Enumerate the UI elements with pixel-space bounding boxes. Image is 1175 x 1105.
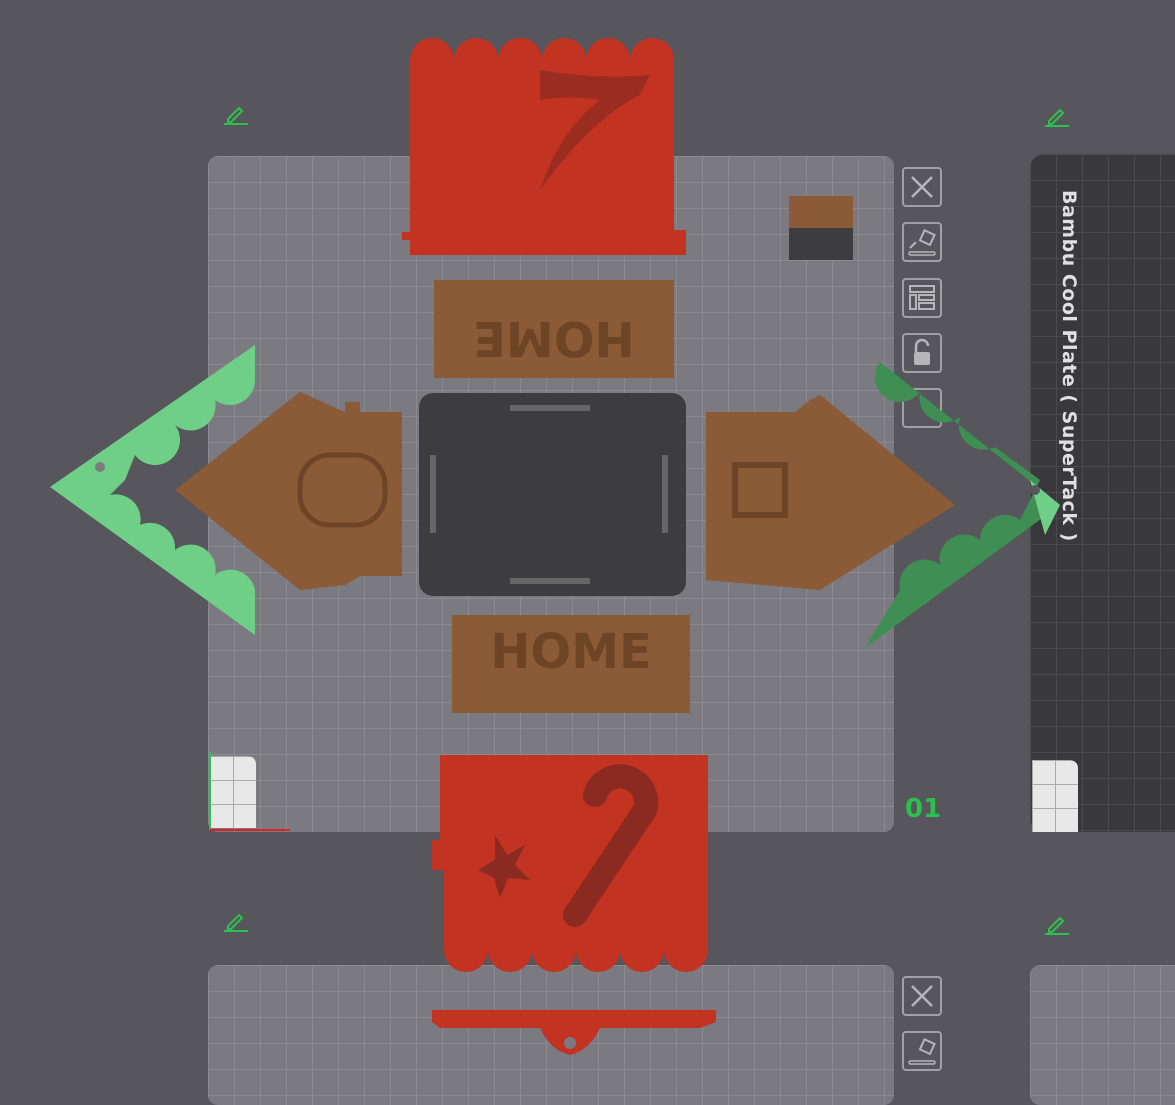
orientation-cube[interactable]	[210, 756, 256, 828]
auto-orient-button[interactable]	[902, 222, 942, 262]
edit-icon[interactable]	[1045, 913, 1069, 935]
close-plate-button[interactable]	[902, 976, 942, 1016]
dark-base	[419, 393, 686, 596]
edit-icon[interactable]	[224, 910, 248, 932]
svg-text:HOME: HOME	[473, 310, 635, 366]
red-panel-bottom	[432, 755, 708, 972]
red-strip	[432, 1010, 716, 1055]
lock-icon	[914, 338, 930, 365]
orientation-cube[interactable]	[1032, 760, 1078, 832]
edit-icon[interactable]	[224, 103, 248, 125]
auto-orient-icon	[908, 1038, 936, 1065]
auto-orient-button[interactable]	[902, 1031, 942, 1071]
brown-home-sign-bottom	[452, 615, 690, 713]
close-icon	[911, 176, 933, 198]
lock-plate-button[interactable]	[902, 333, 942, 373]
close-plate-button[interactable]	[902, 167, 942, 207]
green-trim-left	[50, 345, 255, 635]
plate-name-label[interactable]: Bambu Cool Plate ( SuperTack )	[1058, 190, 1080, 542]
build-plate-4[interactable]	[1030, 965, 1175, 1105]
close-icon	[911, 985, 933, 1007]
arrange-button[interactable]	[902, 278, 942, 318]
red-panel-top	[402, 38, 686, 255]
brown-house-right	[706, 395, 955, 590]
plate-settings-button[interactable]	[902, 388, 942, 428]
brown-house-left	[175, 392, 402, 590]
build-plate-2[interactable]	[1030, 154, 1175, 832]
edit-icon[interactable]	[1045, 105, 1069, 127]
svg-text:HOME: HOME	[490, 624, 652, 680]
green-trim-right	[865, 362, 1060, 648]
plate-number: 01	[905, 794, 942, 824]
arrange-icon	[909, 285, 935, 310]
auto-orient-icon	[908, 229, 936, 256]
brown-home-sign-top	[434, 280, 674, 378]
